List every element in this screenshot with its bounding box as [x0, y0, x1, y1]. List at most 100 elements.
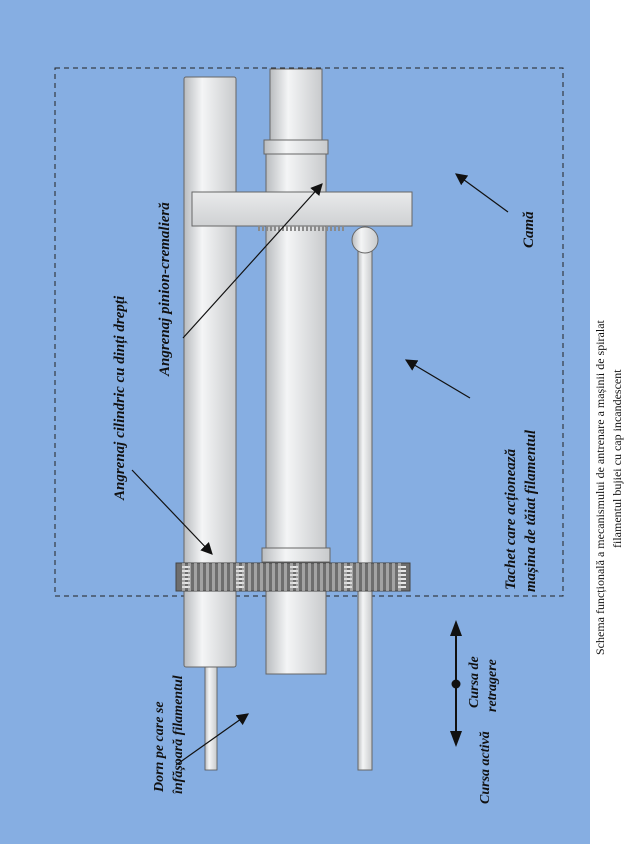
caption-strip: [590, 0, 630, 844]
right-shaft-top: [269, 68, 323, 150]
gear-tooth: [272, 563, 275, 591]
gear-tooth: [398, 570, 406, 572]
gear-tooth: [188, 563, 191, 591]
gear-tooth: [284, 563, 287, 591]
pinion-tooth: [278, 226, 280, 231]
arrow-down-activa: [450, 731, 462, 747]
gear-tooth: [248, 563, 251, 591]
gear-tooth: [236, 582, 244, 584]
gear-tooth: [362, 563, 365, 591]
gear-tooth: [290, 566, 298, 568]
pinion-tooth: [302, 226, 304, 231]
gear-tooth: [182, 574, 190, 576]
gear-tooth: [398, 578, 406, 580]
pinion-tooth: [310, 226, 312, 231]
gear-tooth: [344, 570, 352, 572]
pinion-tooth: [266, 226, 268, 231]
gear-tooth: [344, 586, 352, 588]
gear-tooth: [398, 586, 406, 588]
label-tachet-line2: mașina de tăiat filamentul: [523, 429, 539, 592]
gear-tooth: [344, 566, 352, 568]
pinion-tooth: [290, 226, 292, 231]
gear-tooth: [398, 566, 406, 568]
gear-tooth: [338, 563, 341, 591]
gear-tooth: [290, 574, 298, 576]
pinion-tooth: [334, 226, 336, 231]
gear-tooth: [398, 574, 406, 576]
pinion-tooth: [298, 226, 300, 231]
gear-tooth: [182, 563, 185, 591]
gear-tooth: [182, 566, 190, 568]
gear-tooth: [200, 563, 203, 591]
gear-tooth: [290, 570, 298, 572]
gear-tooth: [368, 563, 371, 591]
pinion-tooth: [342, 226, 344, 231]
pinion-tooth: [258, 226, 260, 231]
gear-tooth: [302, 563, 305, 591]
pinion-tooth: [314, 226, 316, 231]
gear-tooth: [344, 563, 347, 591]
gear-tooth: [314, 563, 317, 591]
gear-tooth: [320, 563, 323, 591]
gear-tooth: [356, 563, 359, 591]
arrow-cama: [455, 173, 509, 213]
arrow-dorn: [175, 713, 249, 766]
gear-tooth: [218, 563, 221, 591]
caption-line1: Schema funcțională a mecanismului de ant…: [593, 319, 607, 655]
pinion-tooth: [270, 226, 272, 231]
pinion-tooth: [318, 226, 320, 231]
gear-tooth: [350, 563, 353, 591]
gear-tooth: [290, 586, 298, 588]
gear-tooth: [398, 582, 406, 584]
right-shaft-collar: [263, 139, 329, 155]
gear-tooth: [332, 563, 335, 591]
gear-tooth: [182, 582, 190, 584]
gear-tooth: [212, 563, 215, 591]
label-cursa-retragere-line1: Cursa de: [467, 656, 482, 708]
label-dorn-line1: Dorn pe care se: [152, 701, 167, 793]
gear-tooth: [194, 563, 197, 591]
gear-tooth: [278, 563, 281, 591]
gear-tooth: [224, 563, 227, 591]
label-cursa-retragere-line2: retragere: [485, 659, 500, 712]
pinion-tooth: [294, 226, 296, 231]
pinion-tooth: [286, 226, 288, 231]
pinion-tooth: [282, 226, 284, 231]
arrow-pinion: [182, 183, 323, 339]
gear-teeth: [182, 563, 406, 591]
pinion-tooth: [262, 226, 264, 231]
gear-tooth: [290, 578, 298, 580]
gear-tooth: [260, 563, 263, 591]
gear-tooth: [326, 563, 329, 591]
right-shaft-ring: [261, 547, 331, 563]
rack-bar: [191, 191, 413, 227]
gear-tooth: [242, 563, 245, 591]
tappet-rod: [357, 249, 373, 771]
label-angrenaj-pinion: Angrenaj pinion-cremalieră: [157, 202, 173, 377]
gear-tooth: [254, 563, 257, 591]
arrow-cilindric: [131, 469, 213, 555]
label-cama: Camă: [521, 211, 537, 248]
gear-tooth: [344, 574, 352, 576]
gear-tooth: [236, 586, 244, 588]
label-cursa-activa: Cursa activă: [478, 731, 493, 804]
arrow-tachet: [404, 359, 471, 399]
pinion-tooth: [338, 226, 340, 231]
gear-tooth: [344, 582, 352, 584]
gear-tooth: [236, 563, 239, 591]
gear-tooth: [290, 563, 293, 591]
gear-tooth: [266, 563, 269, 591]
caption-line2: filamentul bujiei cu cap incandescent: [610, 369, 624, 548]
gear-tooth: [344, 578, 352, 580]
gear-tooth: [386, 563, 389, 591]
gear-tooth: [236, 578, 244, 580]
gear-tooth: [236, 574, 244, 576]
pinion-tooth: [306, 226, 308, 231]
tappet-roller: [351, 226, 379, 254]
gear-tooth: [392, 563, 395, 591]
motion-dot: [451, 679, 461, 689]
gear-tooth: [182, 586, 190, 588]
gear-tooth: [236, 570, 244, 572]
gear-tooth: [296, 563, 299, 591]
